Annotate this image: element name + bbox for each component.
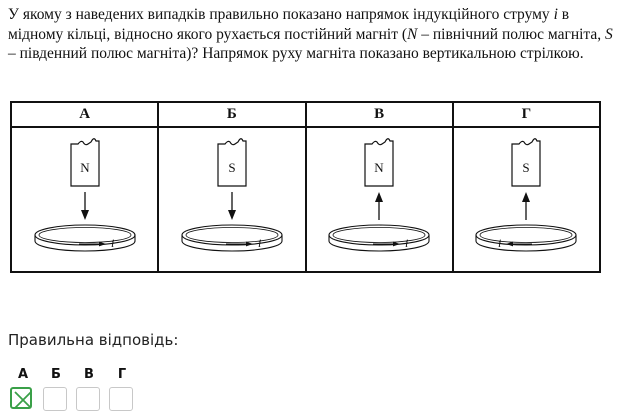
answer-checkboxes bbox=[10, 387, 140, 414]
checkmark-x-stroke bbox=[14, 391, 32, 409]
option-diagram-d: Si bbox=[475, 138, 577, 252]
current-arrow-head bbox=[245, 241, 253, 247]
option-header-b: Б bbox=[157, 101, 307, 128]
answer-heading: Правильна відповідь: bbox=[8, 331, 179, 349]
current-arrow-head bbox=[506, 241, 514, 247]
ring-top-edge bbox=[475, 224, 577, 246]
answer-checkbox-b[interactable] bbox=[43, 387, 67, 411]
magnet-body bbox=[364, 138, 394, 187]
option-diagram-a: Ni bbox=[34, 138, 136, 252]
ring-bottom-edge bbox=[181, 240, 283, 252]
option-diagram-b: Si bbox=[181, 138, 283, 252]
answer-checkbox-d[interactable] bbox=[109, 387, 133, 411]
current-arrow-head bbox=[393, 241, 401, 247]
ring-bottom-edge bbox=[475, 240, 577, 252]
magnet-pole-label: S bbox=[523, 160, 530, 175]
ring-inner-edge bbox=[479, 227, 573, 243]
current-label: i bbox=[405, 236, 408, 250]
answer-checkbox-c[interactable] bbox=[76, 387, 100, 411]
ring-inner-edge bbox=[185, 227, 279, 243]
question-part: У якому з наведених випадків правильно п… bbox=[8, 6, 554, 23]
north-pole-symbol: N bbox=[407, 25, 418, 43]
option-header-d: Г bbox=[451, 101, 602, 128]
answer-letter-c: В bbox=[84, 367, 94, 382]
motion-arrow-head bbox=[227, 210, 236, 220]
options-header-row: А Б В Г bbox=[9, 101, 602, 128]
magnet-pole-label: N bbox=[80, 160, 90, 175]
current-arrow-head bbox=[98, 241, 106, 247]
answer-letters: А Б В Г bbox=[10, 367, 140, 383]
current-label: i bbox=[498, 236, 501, 250]
question-part: – південний полюс магніта)? Напрямок рух… bbox=[8, 45, 584, 62]
checkmark-x-icon bbox=[14, 391, 32, 409]
ring-bottom-edge bbox=[328, 240, 430, 252]
current-label: i bbox=[258, 236, 261, 250]
magnet-body bbox=[511, 138, 541, 187]
ring-inner-edge bbox=[332, 227, 426, 243]
magnet-pole-label: S bbox=[228, 160, 235, 175]
ring-inner-edge bbox=[38, 227, 132, 243]
ring-top-edge bbox=[328, 224, 430, 246]
magnet-body bbox=[217, 138, 247, 187]
question-text: У якому з наведених випадків правильно п… bbox=[8, 5, 614, 64]
answer-letter-d: Г bbox=[117, 367, 127, 382]
answer-checkbox-a[interactable] bbox=[10, 387, 32, 409]
magnet-pole-label: N bbox=[374, 160, 384, 175]
ring-top-edge bbox=[34, 224, 136, 246]
motion-arrow-head bbox=[375, 192, 384, 202]
current-label: i bbox=[111, 236, 114, 250]
ring-bottom-edge bbox=[34, 240, 136, 252]
current-symbol: i bbox=[553, 6, 558, 23]
south-pole-symbol: S bbox=[605, 25, 613, 43]
motion-arrow-head bbox=[522, 192, 531, 202]
answer-letter-a: А bbox=[17, 367, 29, 382]
option-diagram-c: Ni bbox=[328, 138, 430, 252]
magnet-body bbox=[70, 138, 100, 187]
option-header-a: А bbox=[9, 101, 160, 128]
ring-top-edge bbox=[181, 224, 283, 246]
answer-letter-b: Б bbox=[51, 367, 61, 382]
option-header-c: В bbox=[304, 101, 454, 128]
question-part: – північний полюс магніта, bbox=[417, 25, 606, 43]
motion-arrow-head bbox=[80, 210, 89, 220]
question-part: в мідному кільці, відносно якого рухаєть… bbox=[8, 6, 570, 43]
